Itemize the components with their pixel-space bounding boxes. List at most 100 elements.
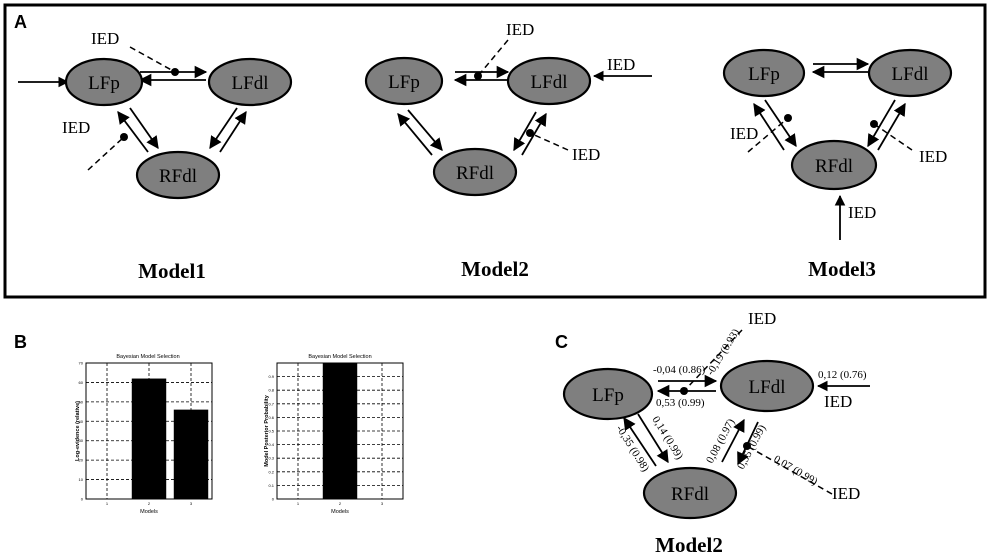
y-tick-label: 0.9 (268, 374, 274, 379)
chart2-xlabel: Models (331, 509, 349, 515)
panel-c-letter: C (555, 332, 568, 352)
model1-arrow-lfdl-rfdl (209, 107, 238, 150)
model2-arrow-rfdl-lfp (397, 113, 433, 156)
model3-diagram: LFp LFdl RFdl IED IED IED Model3 (722, 48, 953, 281)
x-tick-label: 2 (148, 501, 151, 506)
model1-node-lfp (64, 57, 144, 107)
bar-model-2 (322, 363, 358, 499)
model1-ied-modulation-bottom (87, 136, 125, 171)
model2-modulation-dot-top (474, 72, 482, 80)
c-arrow-rfdl-lfp (623, 416, 657, 467)
y-tick-label: 10 (79, 477, 84, 482)
model3-ied-label-left: IED (730, 124, 758, 143)
y-tick-label: 40 (79, 419, 84, 424)
model1-arrow-rfdl-lfp (117, 110, 149, 153)
model2-node-lfdl (506, 56, 592, 106)
model2-node-rfdl-label: RFdl (456, 163, 494, 184)
model3-modulation-dot-left (784, 114, 792, 122)
model2-diagram: LFp LFdl RFdl IED IED IED Model2 (364, 20, 652, 281)
model1-ied-label-left: IED (62, 118, 90, 137)
model2-modulation-dot-right (526, 129, 534, 137)
y-tick-label: 30 (79, 438, 84, 443)
model1-node-lfdl (207, 57, 293, 107)
y-tick-label: 0.7 (268, 401, 274, 406)
chart2-title: Bayesian Model Selection (308, 354, 371, 360)
model2-arrow-lfp-rfdl (407, 109, 443, 151)
model3-ied-modulation-right (873, 123, 913, 151)
y-tick-label: 0.8 (268, 388, 274, 393)
model3-node-lfdl-label: LFdl (892, 64, 929, 85)
bar-model-2 (131, 378, 167, 499)
chart1-title: Bayesian Model Selection (116, 354, 179, 360)
model2-title: Model2 (461, 257, 529, 281)
model2-node-lfp (364, 56, 444, 106)
model2-node-rfdl (432, 147, 518, 197)
y-tick-label: 0.4 (268, 442, 274, 447)
c-coef-ied-right: 0,07 (0.99) (772, 453, 820, 488)
c-coef-lfdl-lfp: 0,53 (0.99) (656, 397, 705, 409)
model1-arrow-rfdl-lfdl (219, 110, 247, 153)
bar-model-3 (173, 409, 209, 499)
y-tick-label: 0.2 (268, 469, 274, 474)
model2-arrow-rfdl-lfdl (521, 112, 547, 156)
model1-node-rfdl (135, 150, 221, 200)
y-tick-label: 0.5 (268, 429, 274, 434)
model1-title: Model1 (138, 259, 206, 283)
panel-a-frame (3, 3, 987, 299)
c-coef-lfp-lfdl: -0,04 (0.86) (653, 364, 706, 376)
model2-node-lfdl-label: LFdl (531, 72, 568, 93)
model3-node-lfp (722, 48, 806, 98)
model2-ied-modulation-top (477, 39, 509, 77)
y-tick-label: 0.6 (268, 415, 274, 420)
c-node-lfp-label: LFp (592, 385, 624, 406)
c-ied-label-right: IED (824, 392, 852, 411)
c-node-rfdl-label: RFdl (671, 484, 709, 505)
c-ied-label-top: IED (748, 309, 776, 328)
c-node-lfdl (719, 359, 815, 413)
y-tick-label: 20 (79, 458, 84, 463)
y-tick-label: 70 (79, 361, 84, 366)
panel-a-letter: A (14, 12, 27, 32)
model3-arrow-lfp-rfdl (764, 99, 797, 148)
chart1-ylabel: Log-evidence (relative) (75, 401, 81, 461)
model1-modulation-dot-top (171, 68, 179, 76)
x-tick-label: 2 (339, 501, 342, 506)
model2-ied-modulation-right (529, 132, 569, 151)
model3-modulation-dot-right (870, 120, 878, 128)
x-tick-label: 1 (297, 501, 300, 506)
c-modulation-dot-top (680, 387, 688, 395)
y-tick-label: 60 (79, 380, 84, 385)
chart-log-evidence: Bayesian Model Selection 010203040506070… (75, 354, 213, 515)
model2-ied-label-top: IED (506, 20, 534, 39)
chart1-xlabel: Models (140, 509, 158, 515)
panel-b-letter: B (14, 332, 27, 352)
model3-node-lfp-label: LFp (748, 64, 780, 85)
y-tick-label: 0 (81, 497, 84, 502)
model1-node-lfdl-label: LFdl (232, 73, 269, 94)
c-node-lfdl-label: LFdl (749, 377, 786, 398)
model1-node-lfp-label: LFp (88, 73, 120, 94)
c-node-rfdl (642, 466, 738, 520)
c-title: Model2 (655, 533, 723, 557)
c-ied-modulation-right (746, 445, 833, 495)
model2-node-lfp-label: LFp (388, 72, 420, 93)
chart2-ylabel: Model Posterior Probability (264, 394, 270, 466)
c-modulation-dot-right (743, 442, 751, 450)
model3-arrow-rfdl-lfdl (877, 102, 906, 151)
x-tick-label: 1 (106, 501, 109, 506)
chart-posterior-probability: Bayesian Model Selection 00.10.20.30.40.… (264, 354, 404, 515)
chart2-bars (322, 363, 358, 499)
c-ied-modulation-top (683, 329, 743, 392)
c-coef-lfdl-rfdl: 0,35 (0.99) (735, 423, 769, 472)
model1-arrow-lfp-rfdl (129, 107, 159, 150)
model2-arrow-lfdl-rfdl (513, 111, 537, 152)
c-node-lfp (562, 367, 654, 421)
model3-node-rfdl (790, 139, 878, 191)
model3-ied-modulation-left (747, 117, 789, 153)
model1-ied-label-top: IED (91, 29, 119, 48)
model3-node-lfdl (867, 48, 953, 98)
